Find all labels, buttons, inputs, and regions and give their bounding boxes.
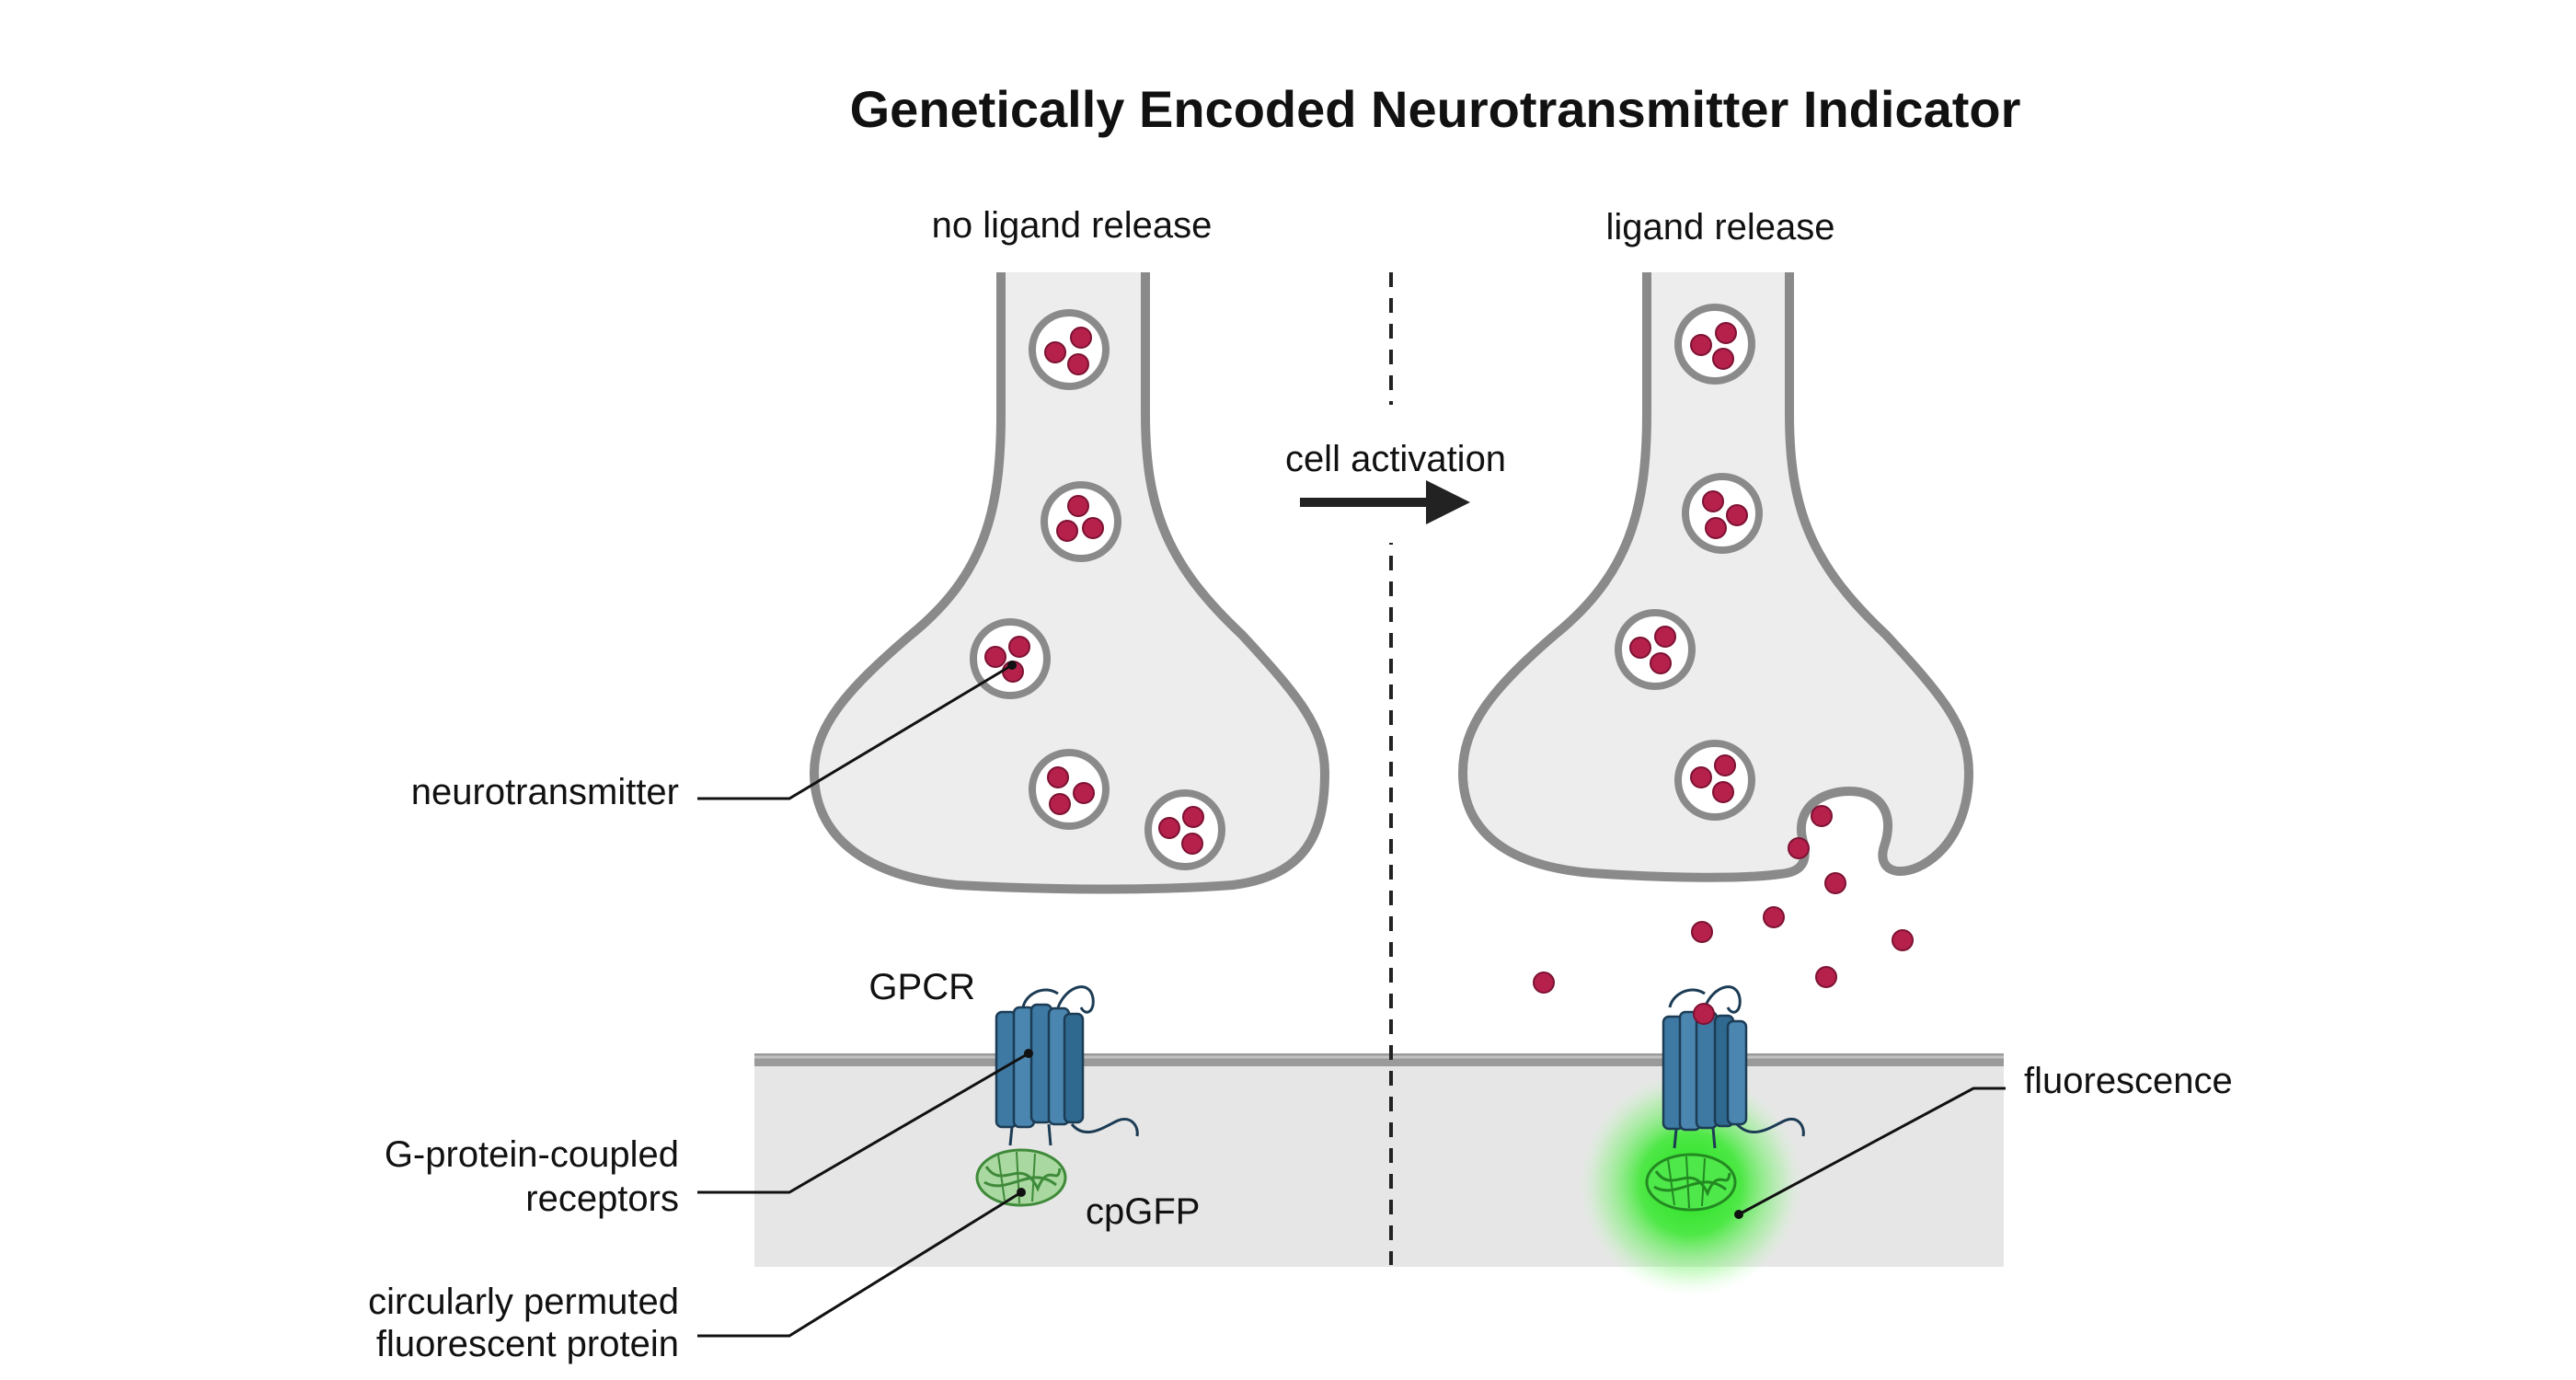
divider-gap-for-arrow [1378,405,1404,543]
fluorescence-label: fluorescence [2024,1061,2233,1101]
fluorescence-leader-dot [1734,1210,1743,1219]
synaptic-vesicle [1682,473,1763,554]
released-neurotransmitter [1533,972,1555,994]
bound-neurotransmitter [1693,1003,1715,1025]
synaptic-vesicle [1029,749,1110,830]
fluorescence-leader [1738,1087,2006,1216]
neurotransmitter-leader [697,663,1013,800]
cpfp-label-line2: fluorescent protein [376,1324,679,1364]
released-neurotransmitter [1815,966,1837,988]
right-panel-heading: ligand release [1605,207,1834,247]
released-neurotransmitter [1892,929,1914,951]
synaptic-vesicle [1029,309,1110,390]
synaptic-vesicle [1674,304,1755,385]
gpcr-label: GPCR [868,967,975,1007]
synaptic-vesicle [1144,789,1225,870]
cpgfp-barrel-left [975,1148,1067,1207]
cpfp-leader [697,1190,1022,1338]
cpgfp-label: cpGFP [1086,1191,1200,1232]
neurotransmitter-label: neurotransmitter [411,772,679,812]
gpcr-full-label-line1: G-protein-coupled [385,1134,679,1175]
released-neurotransmitter [1811,805,1833,827]
cpfp-leader-dot [1017,1188,1026,1197]
synaptic-vesicle [970,618,1051,699]
cell-activation-label: cell activation [1285,439,1506,479]
gpcr-receptor-right [1662,985,1805,1149]
released-neurotransmitter [1788,837,1810,859]
released-neurotransmitter [1691,921,1713,943]
gpcr-receptor-left [995,985,1139,1146]
released-neurotransmitter [1824,872,1846,894]
postsynaptic-cell [754,1060,2004,1267]
neurotransmitter-leader-dot [1007,661,1017,670]
cpfp-label-line1: circularly permuted [368,1282,679,1322]
diagram-title: Genetically Encoded Neurotransmitter Ind… [850,80,2021,138]
gpcr-leader [697,1052,1029,1194]
activation-arrow-head [1426,480,1470,524]
synaptic-vesicle [1674,740,1755,821]
presynaptic-terminal-right [1458,272,1973,882]
gpcr-full-label-line2: receptors [525,1179,679,1219]
left-panel-heading: no ligand release [932,205,1213,246]
synaptic-vesicle [1615,609,1696,690]
released-neurotransmitter [1763,906,1785,928]
presynaptic-terminal-left [810,272,1329,894]
synaptic-vesicle [1041,481,1121,562]
gpcr-leader-dot [1024,1049,1033,1058]
cpgfp-barrel-right [1645,1153,1737,1212]
